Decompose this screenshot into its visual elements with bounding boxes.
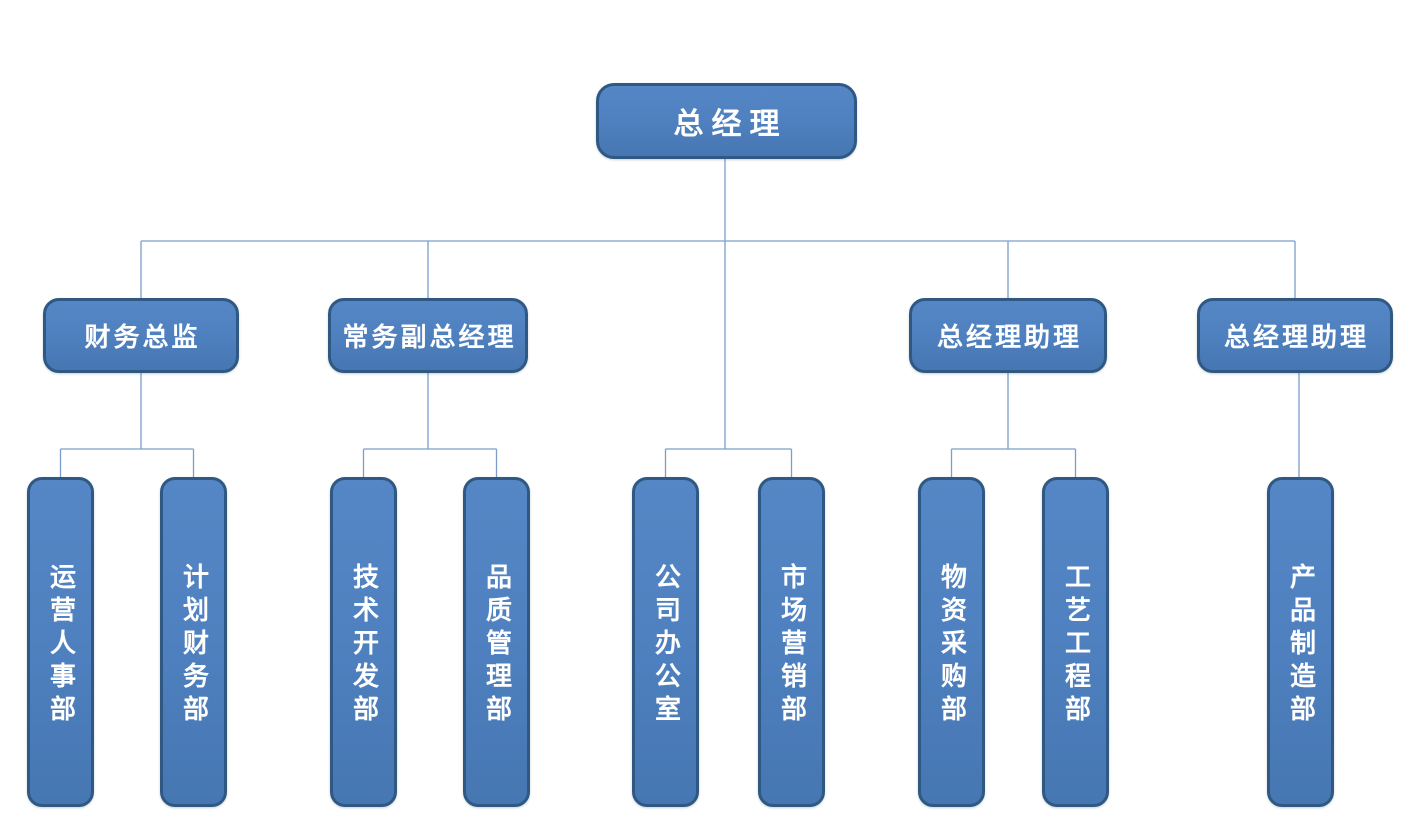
gm-assistant-1-box: 总经理助理 bbox=[909, 298, 1107, 373]
dept-operations-hr-label: 运营人事部 bbox=[45, 563, 76, 728]
gm-assistant-1-label: 总经理助理 bbox=[936, 323, 1082, 353]
dept-tech-development-box: 技术开发部 bbox=[330, 477, 397, 807]
dept-marketing-label: 市场营销部 bbox=[776, 563, 807, 728]
dept-operations-hr-box: 运营人事部 bbox=[27, 477, 94, 807]
deputy-general-manager-box: 常务副总经理 bbox=[328, 298, 528, 373]
dept-material-procurement-label: 物资采购部 bbox=[936, 563, 967, 728]
dept-material-procurement-box: 物资采购部 bbox=[918, 477, 985, 807]
dept-marketing-box: 市场营销部 bbox=[758, 477, 825, 807]
dept-product-manufacturing-label: 产品制造部 bbox=[1285, 563, 1316, 728]
gm-assistant-2-box: 总经理助理 bbox=[1197, 298, 1393, 373]
finance-director-box: 财务总监 bbox=[43, 298, 239, 373]
dept-product-manufacturing-box: 产品制造部 bbox=[1267, 477, 1334, 807]
dept-process-engineering-label: 工艺工程部 bbox=[1060, 563, 1091, 728]
general-manager-box: 总经理 bbox=[596, 83, 857, 159]
dept-planning-finance-box: 计划财务部 bbox=[160, 477, 227, 807]
dept-planning-finance-label: 计划财务部 bbox=[178, 563, 209, 728]
dept-company-office-label: 公司办公室 bbox=[650, 563, 681, 728]
finance-director-label: 财务总监 bbox=[84, 323, 201, 353]
dept-quality-management-box: 品质管理部 bbox=[463, 477, 530, 807]
general-manager-label: 总经理 bbox=[673, 107, 788, 142]
dept-company-office-box: 公司办公室 bbox=[632, 477, 699, 807]
dept-tech-development-label: 技术开发部 bbox=[348, 563, 379, 728]
deputy-general-manager-label: 常务副总经理 bbox=[342, 323, 517, 353]
gm-assistant-2-label: 总经理助理 bbox=[1223, 323, 1369, 353]
dept-process-engineering-box: 工艺工程部 bbox=[1042, 477, 1109, 807]
dept-quality-management-label: 品质管理部 bbox=[481, 563, 512, 728]
